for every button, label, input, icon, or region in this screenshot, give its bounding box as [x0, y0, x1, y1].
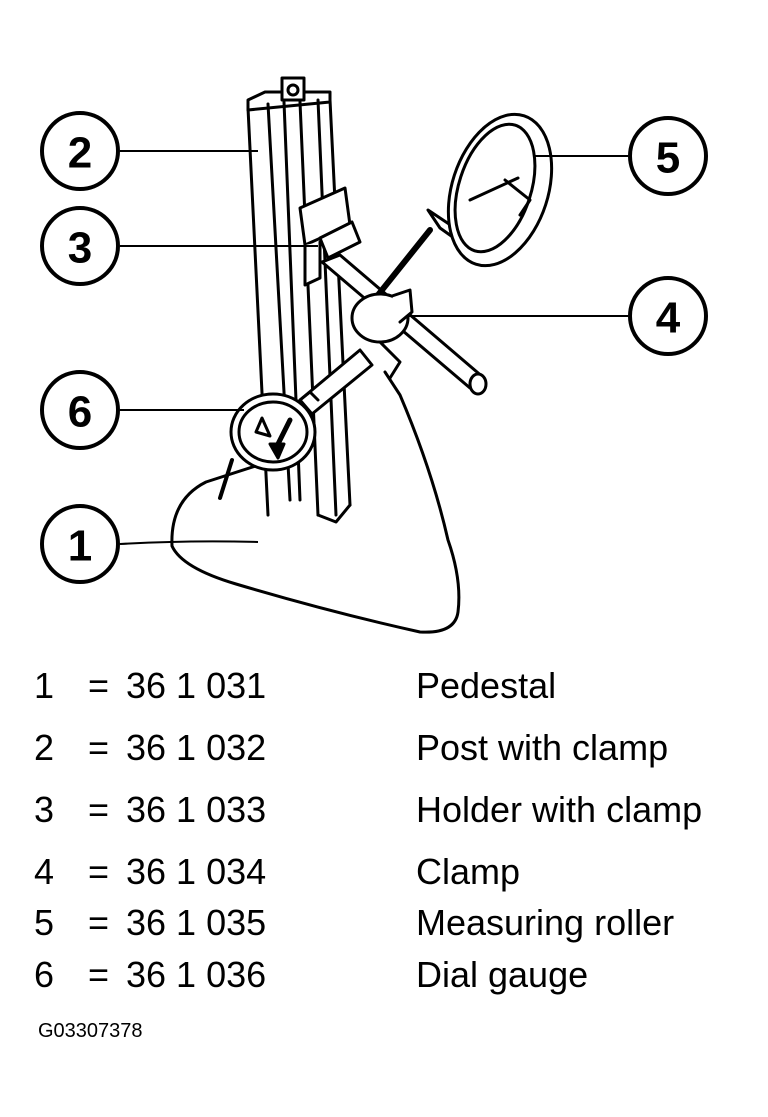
callout-3-label: 3: [68, 224, 92, 273]
callout-2-circle: [40, 111, 120, 191]
legend-part-code: 36 1 031: [126, 665, 267, 706]
legend-number: 2: [34, 727, 55, 768]
callout-5-label: 5: [656, 134, 680, 183]
callout-6-circle: [40, 370, 120, 450]
callout-2-label: 2: [68, 129, 92, 178]
legend-equals: =: [88, 789, 110, 830]
legend-row-5: 5 = 36 1 035 Measuring roller: [0, 901, 768, 945]
figure-id: G03307378: [38, 1020, 143, 1042]
legend-number: 4: [34, 851, 55, 892]
legend-description: Dial gauge: [416, 954, 589, 995]
callout-5-circle: [628, 116, 708, 196]
clamp-assembly: [298, 227, 488, 416]
callout-4-label: 4: [656, 294, 681, 343]
legend-part-code: 36 1 034: [126, 851, 267, 892]
holder-with-clamp: [298, 186, 362, 287]
legend-row-6: 6 = 36 1 036 Dial gauge: [0, 953, 768, 997]
pedestal-base: [170, 370, 461, 634]
legend-equals: =: [88, 902, 110, 943]
legend-part-code: 36 1 036: [126, 954, 267, 995]
callout-1-circle: [40, 504, 120, 584]
legend-row-4: 4 = 36 1 034 Clamp: [0, 850, 768, 894]
legend-equals: =: [88, 727, 110, 768]
callout-3-circle: [40, 206, 120, 286]
callout-1-label: 1: [68, 522, 92, 571]
legend-equals: =: [88, 851, 110, 892]
legend-number: 5: [34, 902, 55, 943]
callout-4-circle: [628, 276, 708, 356]
legend-row-2: 2 = 36 1 032 Post with clamp: [0, 726, 768, 770]
legend-part-code: 36 1 033: [126, 789, 267, 830]
legend-row-3: 3 = 36 1 033 Holder with clamp: [0, 788, 768, 832]
legend-part-code: 36 1 035: [126, 902, 267, 943]
tool-diagram: 2 3 6 1 5 4: [40, 76, 708, 634]
dial-gauge: [218, 390, 320, 500]
legend-part-code: 36 1 032: [126, 727, 267, 768]
callout-6-label: 6: [68, 388, 92, 437]
legend-description: Clamp: [416, 851, 521, 892]
measuring-roller: [426, 112, 554, 268]
legend-description: Pedestal: [416, 665, 557, 706]
legend-description: Holder with clamp: [416, 789, 703, 830]
legend-row-1: 1 = 36 1 031 Pedestal: [0, 664, 768, 708]
legend-description: Post with clamp: [416, 727, 669, 768]
legend-description: Measuring roller: [416, 902, 675, 943]
legend-equals: =: [88, 665, 110, 706]
legend-number: 3: [34, 789, 55, 830]
legend-equals: =: [88, 954, 110, 995]
legend-number: 6: [34, 954, 55, 995]
legend-number: 1: [34, 665, 55, 706]
leader-lines: [119, 150, 628, 545]
